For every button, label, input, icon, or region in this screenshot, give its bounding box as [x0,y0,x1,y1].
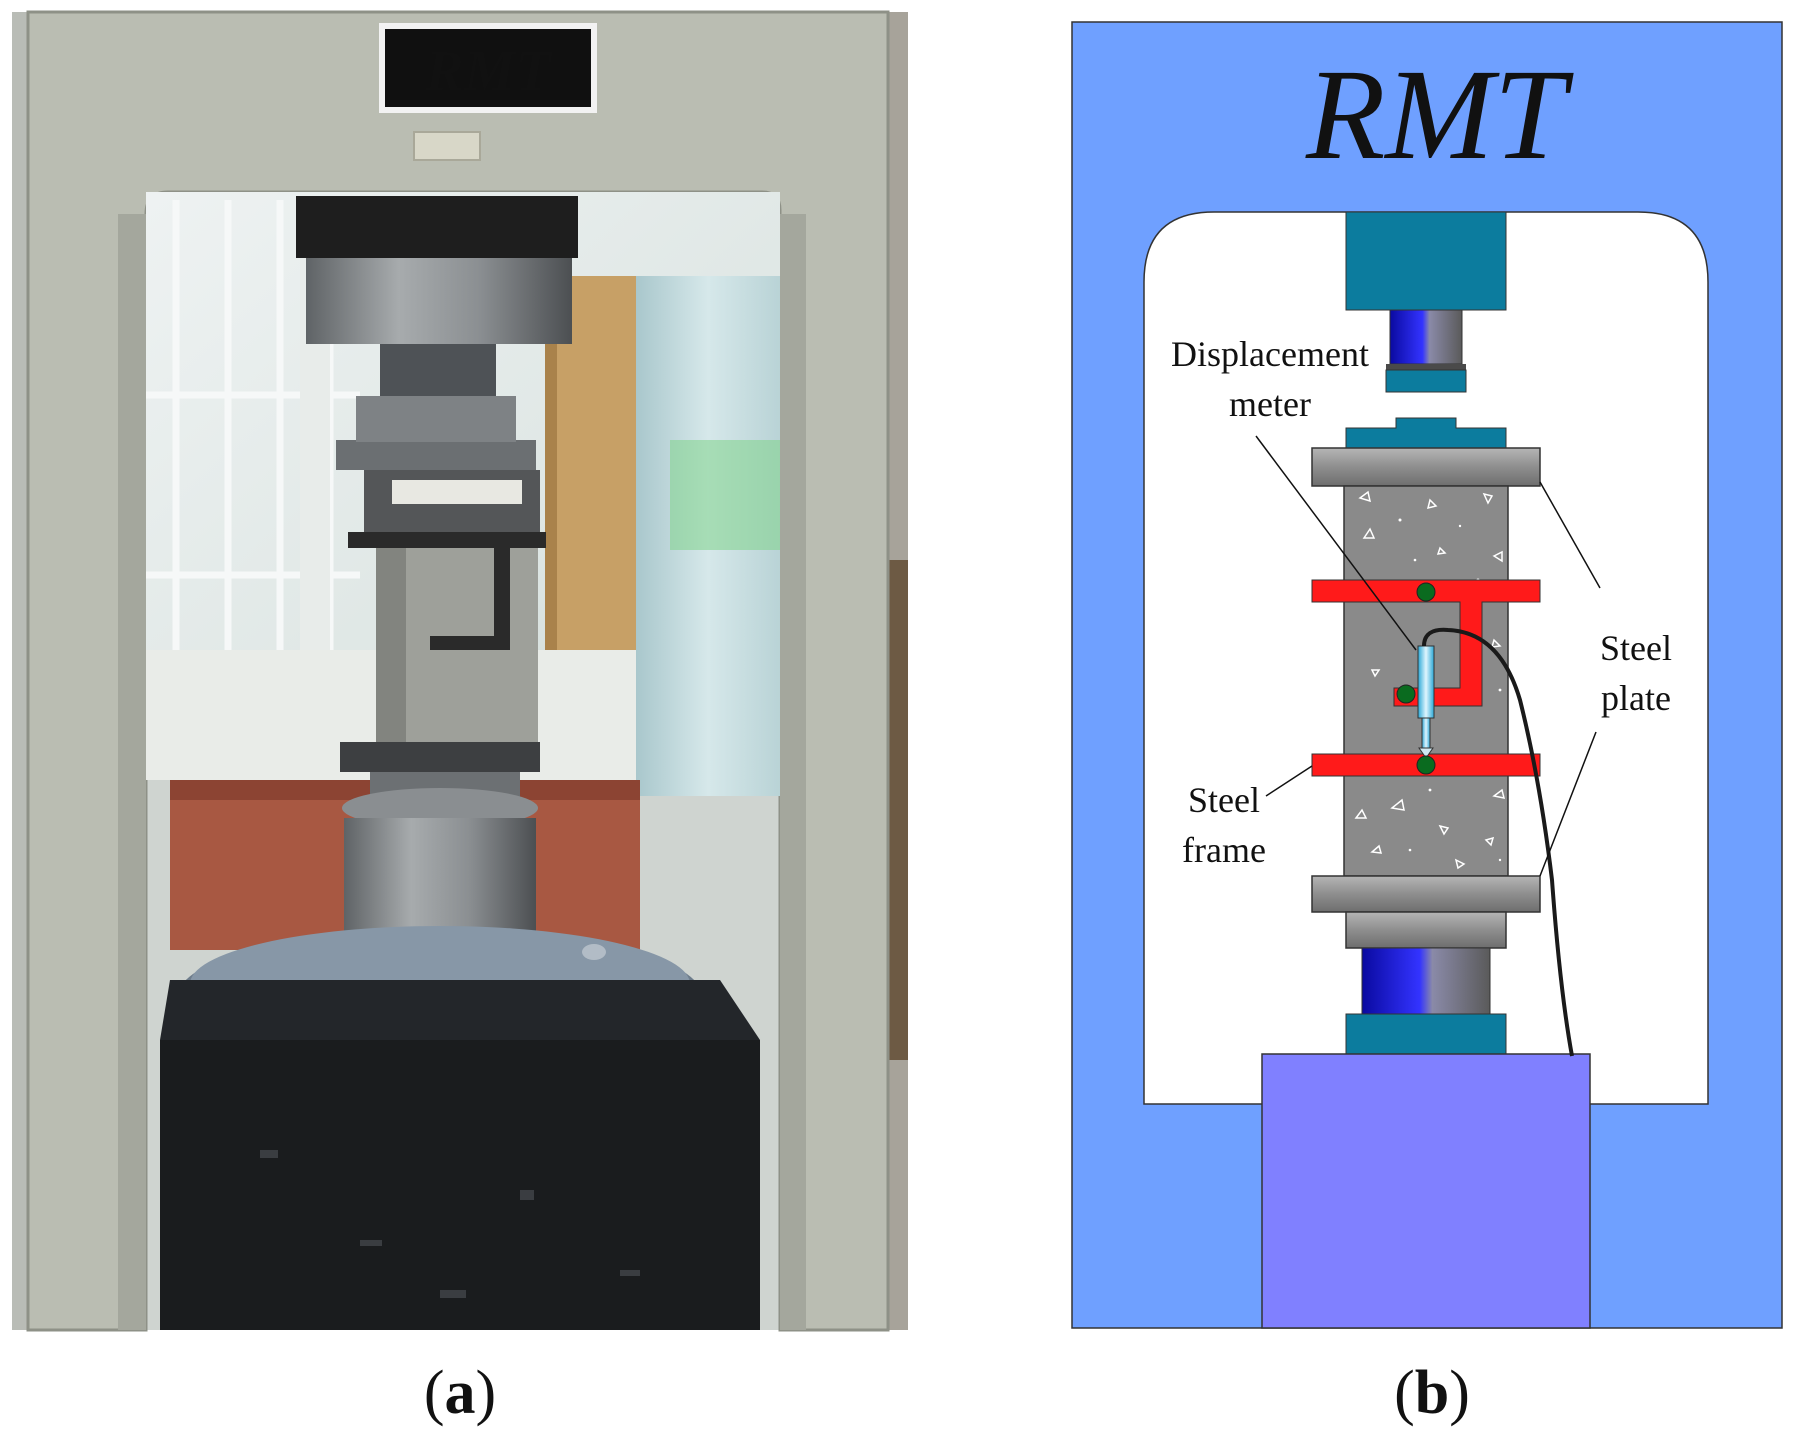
panel-a-label: (a) [424,1359,496,1427]
base-plate-bolt [582,944,606,960]
press-head-top [296,196,578,258]
bottom-steel-plate [1311,875,1541,913]
panel-b-schematic: RMT [1071,21,1783,1329]
upper-teal-plate [1385,369,1467,393]
specimen-aggregate [1354,490,1506,870]
green-reflection [670,440,780,550]
specimen-label-sticker [392,480,522,504]
press-head-body [306,258,572,344]
label-steel-plate-1: Steel [1600,628,1672,668]
press-head-ring [380,344,496,396]
pivot-lower [1416,755,1436,775]
top-steel-plate [1311,447,1541,487]
upper-collar [356,396,516,442]
meter-cable [1422,627,1574,1057]
photo-logo-text: RMT [424,38,553,103]
frame-right-post-shade [780,214,806,1330]
panel-a-photo: RMT [12,10,908,1332]
lower-frame-bar [340,742,540,772]
cabinet-speckle [260,1150,640,1298]
displacement-meter-tip [1418,747,1434,759]
leader-lines [1255,435,1601,877]
lower-teal-block [1345,1013,1507,1055]
label-displacement-meter-2: meter [1229,384,1311,424]
upper-platen [336,440,536,470]
photo-specimen-shade [376,532,406,742]
machine-base [1261,1053,1591,1329]
lower-piston [1361,947,1491,1015]
pivot-upper [1416,582,1436,602]
lower-gray-block [1345,911,1507,949]
wooden-panel-edge [545,276,557,746]
photo-steel-frame [348,532,546,650]
upper-plate-small [1386,364,1466,370]
label-displacement-meter-1: Displacement [1171,334,1369,374]
upper-teal-block [1345,211,1507,311]
machine-title: RMT [1305,43,1574,187]
pivot-meter [1396,684,1416,704]
panel-b-label: (b) [1394,1359,1470,1427]
frame-left-post-shade [118,214,146,1330]
displacement-meter-body [1417,645,1435,719]
upper-piston [1389,309,1463,365]
upper-steel-frame [1311,579,1541,707]
photo-small-label [413,131,481,161]
black-cabinet-top [160,980,760,1040]
black-cabinet [160,1040,760,1330]
displacement-meter-rod [1421,717,1431,749]
top-teal-platen [1345,417,1507,449]
label-steel-plate-2: plate [1601,678,1671,718]
label-steel-frame-2: frame [1182,830,1266,870]
label-steel-frame-1: Steel [1188,780,1260,820]
photo-logo: RMT [379,23,597,113]
